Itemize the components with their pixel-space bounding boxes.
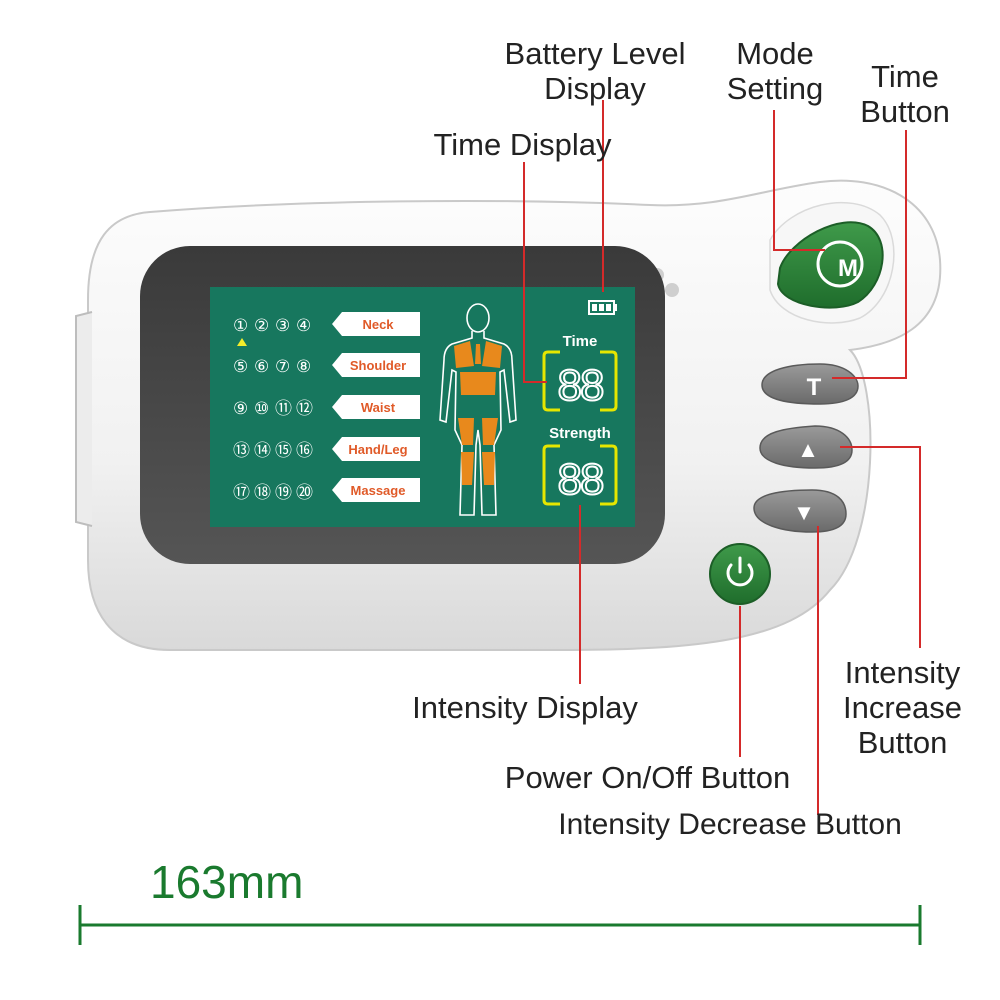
- battery-label-line-2: Display: [544, 71, 646, 106]
- intensity-increase-button[interactable]: ▲: [759, 425, 853, 469]
- time-value: 88: [558, 361, 603, 410]
- dimension-label: 163mm: [150, 856, 304, 908]
- svg-text:Hand/Leg: Hand/Leg: [348, 442, 407, 457]
- mode-label-line-2: Setting: [726, 71, 824, 106]
- time-display-label: Time Display: [433, 127, 612, 162]
- svg-text:Waist: Waist: [361, 400, 396, 415]
- battery-level-display-label: Battery Level Display: [480, 36, 710, 106]
- power-icon: [726, 556, 754, 587]
- mode-tag-waist: Waist: [332, 395, 420, 419]
- increase-label-line-3: Button: [857, 725, 948, 760]
- program-number: ③: [275, 316, 290, 335]
- svg-text:Neck: Neck: [362, 317, 394, 332]
- program-number: ⑯: [296, 441, 313, 460]
- program-number: ②: [254, 316, 269, 335]
- strength-label: Strength: [549, 425, 611, 442]
- time-button-label-callout: Time Button: [840, 59, 970, 129]
- time-label: Time: [563, 333, 598, 350]
- program-number: ⑪: [275, 399, 292, 418]
- human-body-figure-icon: [439, 303, 517, 516]
- battery-level-icon: [588, 300, 617, 315]
- mode-tag-neck: Neck: [332, 312, 420, 336]
- time-button-label: T: [807, 374, 822, 401]
- time-button-label-line-2: Button: [860, 94, 950, 129]
- program-number: ⑳: [296, 483, 313, 502]
- indicator-led-2: [665, 283, 679, 297]
- program-number: ⑥: [254, 357, 269, 376]
- program-number: ⑲: [275, 483, 292, 502]
- power-button[interactable]: [709, 543, 771, 605]
- strength-value: 88: [558, 455, 603, 504]
- mode-tag-shoulder: Shoulder: [332, 353, 420, 377]
- program-number: ⑤: [233, 357, 248, 376]
- program-number: ⑭: [254, 441, 271, 460]
- time-button[interactable]: T: [761, 363, 859, 405]
- program-number: ⑰: [233, 483, 250, 502]
- leader-lines: [523, 100, 921, 815]
- increase-label-line-2: Increase: [843, 690, 962, 725]
- program-number: ⑧: [296, 357, 311, 376]
- time-button-label-line-1: Time: [871, 59, 939, 94]
- program-number: ①: [233, 316, 248, 335]
- power-button-label: Power On/Off Button: [504, 760, 791, 795]
- program-number: ⑱: [254, 483, 271, 502]
- strength-digit-frame: [542, 444, 618, 506]
- leader-line-mode: [773, 110, 825, 251]
- program-number: ⑫: [296, 399, 313, 418]
- program-number: ⑨: [233, 399, 248, 418]
- down-arrow-icon: ▼: [793, 500, 815, 525]
- mode-tag-massage: Massage: [332, 478, 420, 502]
- mode-tags: Neck Shoulder Waist Hand/Leg Massage: [332, 312, 420, 502]
- svg-text:Massage: Massage: [351, 483, 406, 498]
- dimension-line: [78, 905, 922, 945]
- program-number: ⑦: [275, 357, 290, 376]
- mode-button-label: M: [838, 255, 858, 282]
- intensity-decrease-button[interactable]: ▼: [753, 489, 847, 533]
- intensity-increase-button-label: Intensity Increase Button: [825, 655, 980, 760]
- leader-line-time-display: [523, 162, 547, 383]
- program-indicator-icon: [237, 338, 247, 346]
- up-arrow-icon: ▲: [797, 437, 819, 462]
- mode-setting-label: Mode Setting: [710, 36, 840, 106]
- mode-tag-hand-leg: Hand/Leg: [332, 437, 420, 461]
- intensity-display-label: Intensity Display: [412, 690, 638, 725]
- increase-label-line-1: Intensity: [844, 655, 961, 690]
- intensity-decrease-button-label: Intensity Decrease Button: [558, 808, 902, 841]
- mode-button[interactable]: M: [776, 221, 884, 309]
- program-number: ④: [296, 316, 311, 335]
- mode-label-line-1: Mode: [736, 36, 814, 71]
- program-number: ⑮: [275, 441, 292, 460]
- leader-line-increase: [840, 446, 921, 648]
- program-number: ⑩: [254, 399, 269, 418]
- leader-line-time-button: [832, 130, 907, 379]
- program-number: ⑬: [233, 441, 250, 460]
- battery-label-line-1: Battery Level: [504, 36, 686, 71]
- svg-text:Shoulder: Shoulder: [350, 358, 406, 373]
